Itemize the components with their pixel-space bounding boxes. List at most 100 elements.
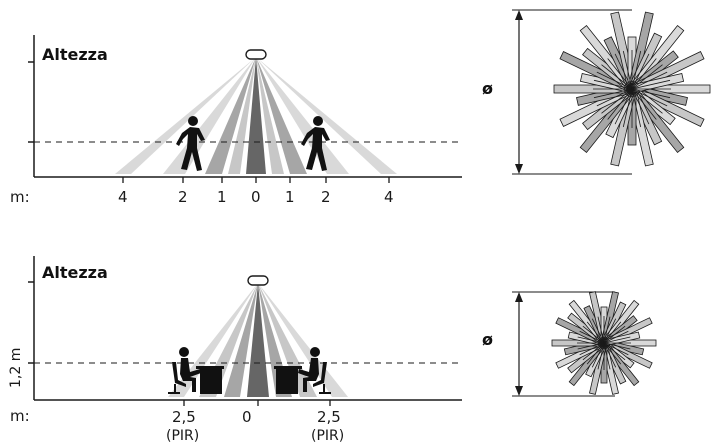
detection-ray-core [622,88,633,128]
detection-ray-core [586,321,605,344]
walking-person-icon-right [301,116,330,171]
top-detection-pattern [553,11,711,167]
bottom-detection-panel: Altezza 1,2 m m: 2,5 (PIR) 0 2,5 (PIR) ø [8,256,657,444]
detection-ray-core [603,321,622,344]
desk-icon [196,366,224,394]
detection-ray-core [631,79,671,90]
beam-mid-left [205,57,256,174]
bottom-diameter-label: ø [482,330,493,349]
detection-ray-core [614,53,633,90]
top-distance-ticks [122,177,390,183]
sensor-icon [245,49,267,60]
beam-b-inner-left [224,283,258,397]
top-diameter-arrow-down [515,164,523,174]
detection-ray-core [603,325,626,344]
beam-outer-left-2 [163,57,256,174]
top-distance-label-1-right: 1 [285,188,295,206]
detection-ray-core [597,316,605,344]
detection-ray-core [622,50,633,90]
top-diameter-arrow-up [515,10,523,20]
detection-ray-core [582,342,605,361]
beam-outer-left [115,57,256,174]
detection-ray-core [603,342,631,350]
detection-ray-core [579,330,605,344]
detection-ray-core [603,318,617,344]
detection-ray-core [582,325,605,344]
detection-ray-core [593,79,633,90]
beam-inner-left [228,57,256,174]
bottom-detection-pattern [551,291,657,395]
detection-ray-core [631,88,671,99]
beam-outer-right [256,57,397,174]
detection-ray-core [597,342,605,370]
detection-ray-core [603,342,611,370]
beam-b-outer-left [168,283,258,397]
bottom-diameter-arrow-down [515,386,523,396]
top-beams [115,57,397,174]
detection-ray-core [603,336,631,344]
detection-ray-core [596,71,633,90]
top-title: Altezza [42,45,108,64]
seated-person-icon [168,347,201,394]
beam-center [246,57,266,174]
detection-ray-core [607,58,633,90]
top-diameter-label: ø [482,79,493,98]
detection-ray-core [603,342,629,356]
bottom-distance-label-left: 2,5 [172,408,196,426]
detection-ray-core [607,88,633,120]
walking-person-icon [176,116,205,171]
bottom-distance-sublabel-left: (PIR) [166,428,199,444]
beam-outer-right-2 [256,57,349,174]
desk-icon-right [274,366,302,394]
detection-ray-core [631,88,657,120]
beam-b-center [247,283,269,397]
detection-ray-core [603,342,626,361]
detection-ray-core [586,342,605,365]
seated-person-icon-right [298,347,331,394]
detection-ray-core [577,342,605,350]
top-unit-label: m: [10,188,30,206]
detection-ray-core [631,88,668,107]
bottom-distance-ticks [183,400,331,406]
detection-ray-core [591,342,605,368]
bottom-height-label: 1,2 m [8,348,24,388]
detection-ray-core [577,336,605,344]
detection-ray-core [593,88,633,99]
detection-ray-core [631,58,657,90]
detection-ray-core [631,64,663,90]
detection-ray-core [631,71,668,90]
top-distance-label-4-right: 4 [384,188,394,206]
top-distance-label-1-left: 1 [217,188,227,206]
detection-ray-core [631,88,663,114]
top-detection-panel: Altezza m: 4 2 1 0 1 2 4 ø [10,9,711,206]
bottom-distance-label-0: 0 [242,408,252,426]
bottom-distance-sublabel-right: (PIR) [311,428,344,444]
detection-ray-core [614,88,633,125]
beam-mid-right [256,57,307,174]
detection-ray-core [631,53,650,90]
bottom-diameter-arrow-up [515,292,523,302]
detection-ray-core [603,330,629,344]
detection-ray-core [603,316,611,344]
detection-ray-core [631,50,642,90]
beam-inner-right [256,57,284,174]
bottom-unit-label: m: [10,407,30,425]
bottom-title: Altezza [42,263,108,282]
detection-ray-core [631,88,642,128]
detection-ray-core [603,342,617,368]
detection-ray-core [591,318,605,344]
detection-ray-core [631,88,650,125]
sensor-icon-bottom [247,275,269,286]
detection-ray-core [601,64,633,90]
detection-ray-core [596,88,633,107]
top-distance-label-4-left: 4 [118,188,128,206]
detection-ray-core [603,342,622,365]
beam-b-mid-right [258,283,317,397]
detection-ray-core [579,342,605,356]
top-distance-label-2-right: 2 [321,188,331,206]
detection-ray-core [601,88,633,114]
bottom-distance-label-right: 2,5 [317,408,341,426]
top-distance-label-0: 0 [251,188,261,206]
top-distance-label-2-left: 2 [178,188,188,206]
